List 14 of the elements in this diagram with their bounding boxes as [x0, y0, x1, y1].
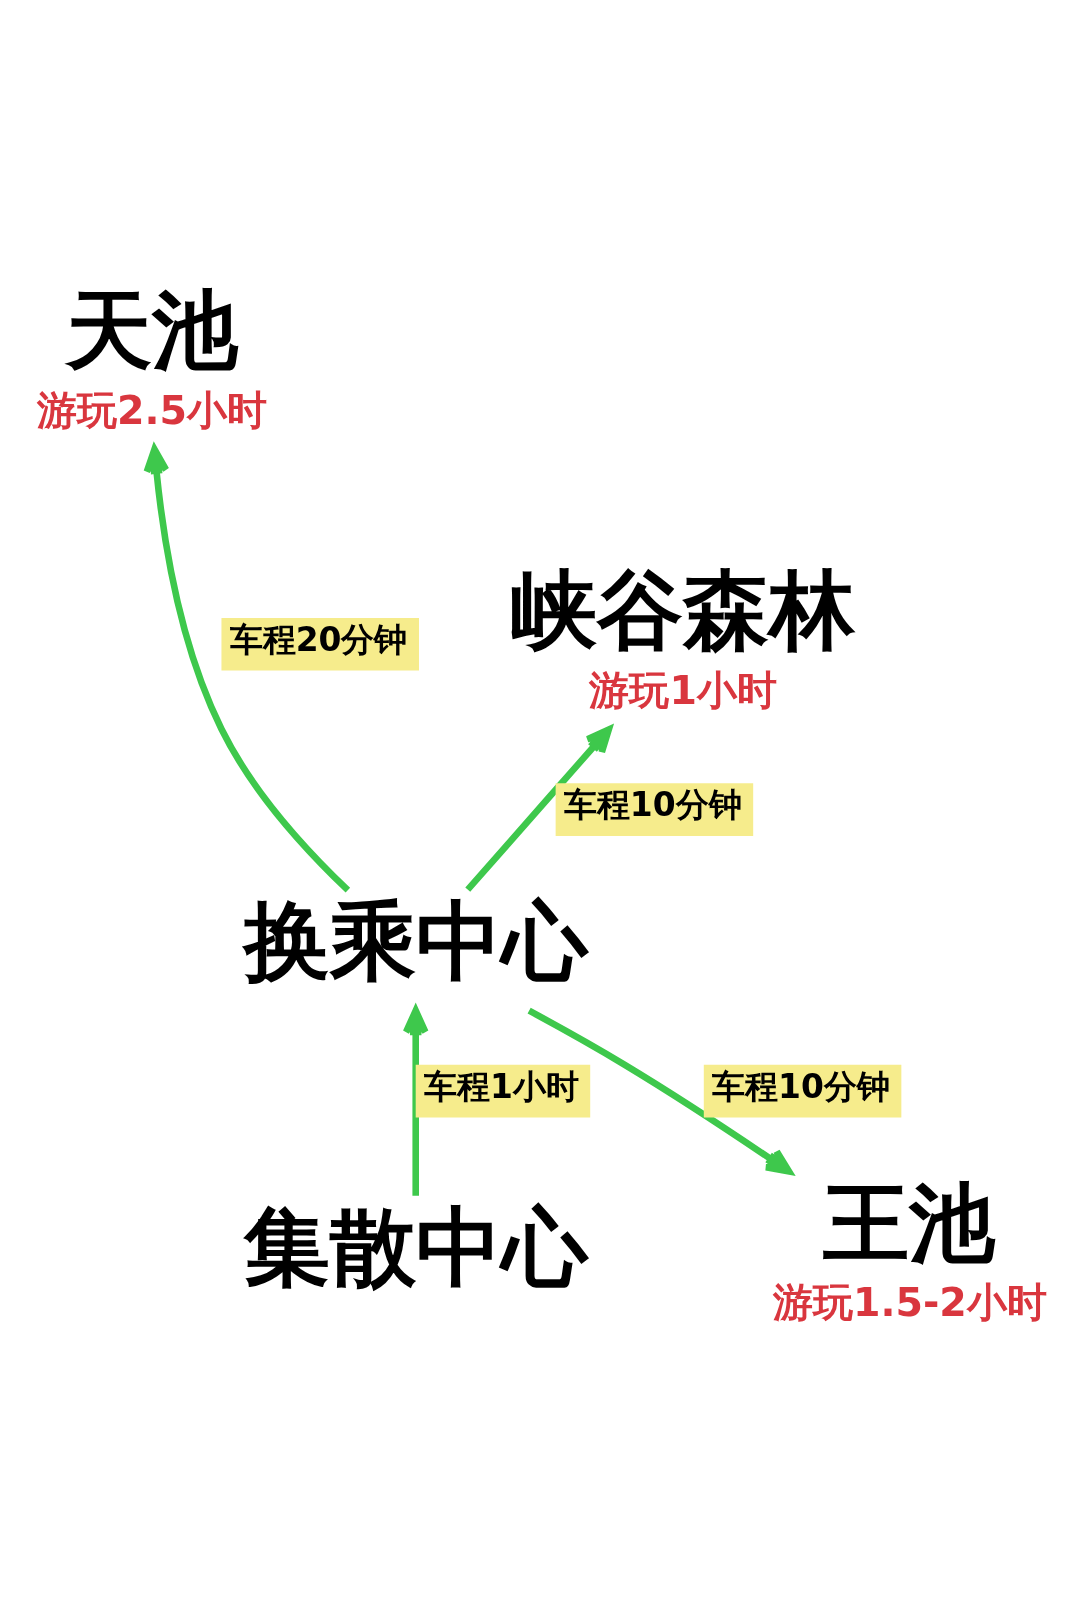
node-text: 集散中心	[244, 1197, 589, 1297]
node-text: 天池	[65, 280, 238, 380]
edge-label: 车程10分钟	[712, 1066, 890, 1106]
node-text: 峡谷森林	[511, 560, 856, 660]
edge-label: 车程10分钟	[563, 784, 742, 824]
node-label: 游玩1小时	[589, 666, 777, 713]
arrow	[527, 1007, 793, 1175]
node-label: 游玩2.5小时	[37, 386, 268, 433]
node-text: 换乘中心	[244, 891, 589, 991]
node-label: 游玩1.5-2小时	[772, 1278, 1047, 1325]
arrow	[465, 725, 613, 892]
edge-label: 车程1小时	[423, 1066, 579, 1106]
node-text: 王池	[823, 1173, 996, 1273]
edge-label: 车程20分钟	[229, 619, 408, 659]
